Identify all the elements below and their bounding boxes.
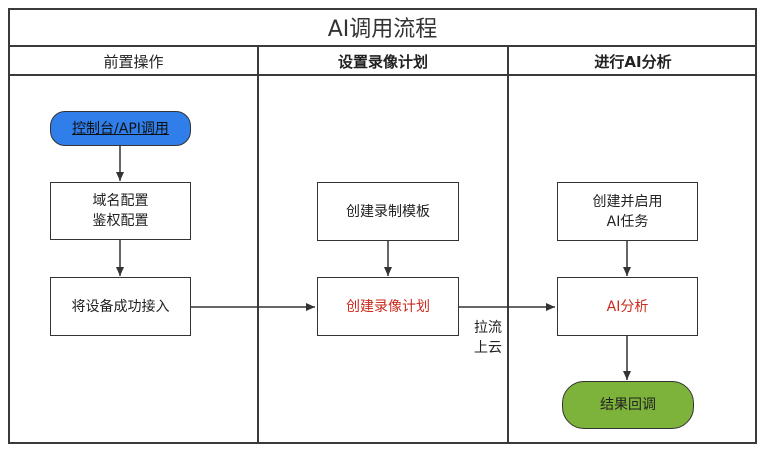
node-create-ai-task: 创建并启用 AI任务 — [557, 182, 698, 241]
diagram-frame — [8, 8, 757, 444]
lane-divider-2 — [507, 46, 509, 444]
node-device-access: 将设备成功接入 — [50, 277, 191, 336]
title-divider — [8, 45, 757, 47]
edge-label-stream: 拉流 上云 — [474, 320, 502, 356]
lane-header-recording: 设置录像计划 — [337, 52, 428, 71]
node-domain-auth-config: 域名配置 鉴权配置 — [50, 182, 191, 240]
lane-divider-1 — [257, 46, 259, 444]
lane-header-ai: 进行AI分析 — [594, 52, 672, 71]
node-create-template: 创建录制模板 — [317, 182, 459, 241]
node-console-api[interactable]: 控制台/API调用 — [50, 111, 191, 146]
header-divider — [8, 74, 757, 76]
node-result-callback: 结果回调 — [562, 381, 694, 429]
node-create-plan: 创建录像计划 — [317, 277, 459, 336]
lane-header-prep: 前置操作 — [103, 52, 164, 71]
diagram-title: AI调用流程 — [327, 17, 438, 42]
node-ai-analysis: AI分析 — [557, 277, 698, 336]
